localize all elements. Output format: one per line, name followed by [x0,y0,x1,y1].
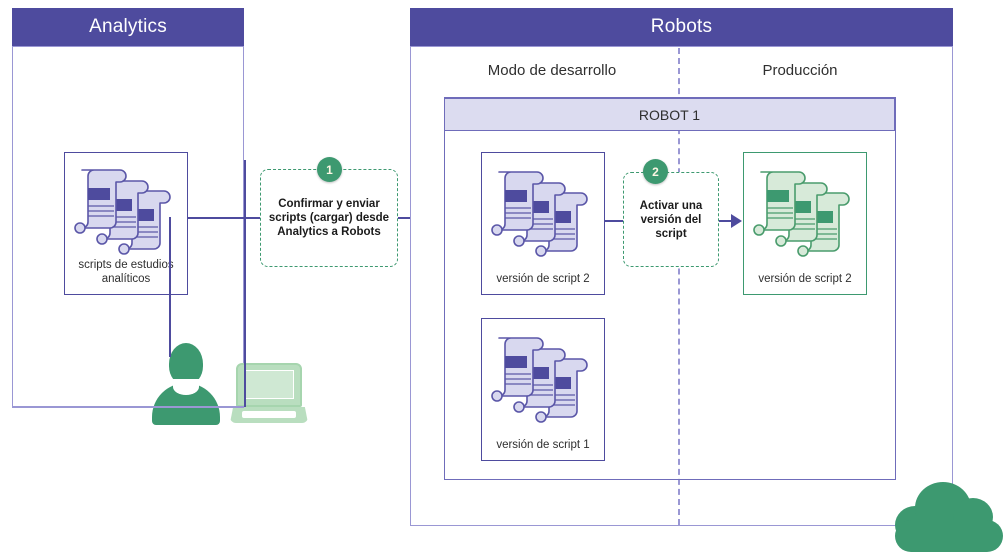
card-label-line-2: analíticos [101,273,151,285]
script-version-2-dev-label: versión de script 2 [496,273,590,285]
laptop-screen [236,363,302,407]
person-neck-notch [173,379,199,395]
script-version-2-prod-card[interactable]: versión de script 2 [743,152,867,295]
script-version-2-dev-card[interactable]: versión de script 2 [481,152,605,295]
robot-1-title-bar: ROBOT 1 [444,98,895,131]
analytics-panel-header: Analytics [12,8,244,46]
step-1-box[interactable]: Confirmar y enviar scripts (cargar) desd… [260,169,398,267]
step-2-box[interactable]: Activar una versión del script [623,172,719,267]
script-version-2-prod-label: versión de script 2 [758,273,852,285]
connector-dev-card-to-step2 [605,220,624,222]
laptop-screen-inner [244,370,294,399]
cloud-base [895,520,1003,552]
laptop-touchpad [242,411,296,418]
analytics-scripts-card[interactable]: scripts de estudios analíticos [64,152,188,295]
laptop-icon [230,363,308,425]
script-stack-icon [74,165,178,257]
person-icon [152,343,220,425]
cloud-icon [895,480,1008,552]
script-version-1-dev-card[interactable]: versión de script 1 [481,318,605,461]
script-stack-icon-green [753,167,857,259]
step-2-text: Activar una versión del script [639,199,703,240]
step-2-number: 2 [652,164,659,179]
robot-1-title: ROBOT 1 [638,106,701,123]
analytics-scripts-card-label: scripts de estudios analíticos [65,258,187,286]
script-stack-icon [491,167,595,259]
script-version-1-dev-label: versión de script 1 [496,439,590,451]
connector-laptop-up [244,160,246,407]
robot-1-container [444,97,896,480]
step-1-number: 1 [326,162,333,177]
step-1-badge: 1 [317,157,342,182]
step-1-text: Confirmar y enviar scripts (cargar) desd… [268,198,390,238]
analytics-panel-title: Analytics [89,16,167,37]
robots-panel-header: Robots [410,8,953,46]
connector-step2-to-production [719,220,732,222]
column-caption-production: Producción [762,62,838,79]
robots-panel-title: Robots [650,16,713,37]
connector-analytics-card-down [169,217,171,357]
mode-divider-line [678,48,680,525]
column-caption-development: Modo de desarrollo [487,62,617,79]
arrow-head-to-production [731,214,742,228]
analytics-panel-bottom-edge [12,406,244,408]
connector-analytics-to-step1 [188,217,261,219]
person-head [169,343,203,385]
step-2-badge: 2 [643,159,668,184]
card-label-line-1: scripts de estudios [78,259,174,271]
script-stack-icon [491,333,595,425]
